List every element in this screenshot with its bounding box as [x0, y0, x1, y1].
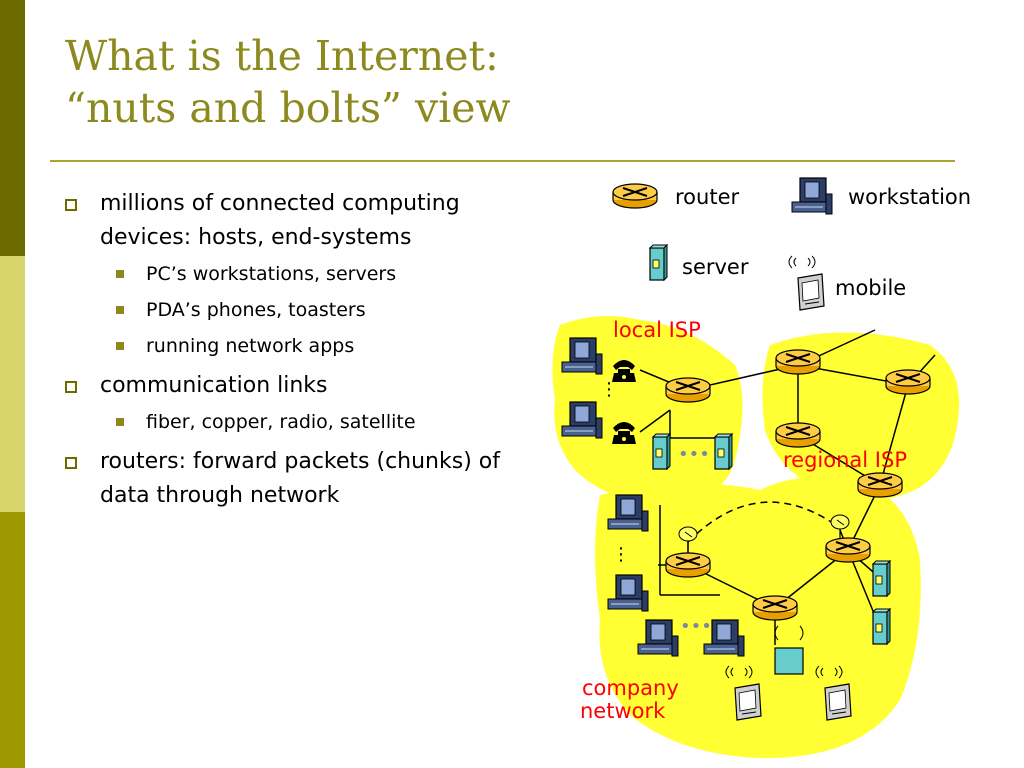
router-icon [665, 377, 711, 403]
sub-bullet-list: PC’s workstations, servers PDA’s phones,… [100, 261, 502, 359]
wireless-access-point [774, 647, 804, 675]
server-icon [872, 608, 891, 645]
router-icon [857, 472, 903, 498]
legend-mobile-label: mobile [835, 276, 906, 300]
slide-title: What is the Internet: “nuts and bolts” v… [65, 30, 685, 134]
company-network-label-line2: network [580, 699, 666, 723]
bullet-text: routers: forward packets (chunks) of dat… [100, 449, 500, 508]
sub-bullet-item: PC’s workstations, servers [100, 261, 502, 287]
router-icon [665, 552, 711, 578]
satellite-link [687, 501, 841, 543]
bullet-item: routers: forward packets (chunks) of dat… [62, 445, 502, 513]
title-divider [50, 160, 955, 162]
sidebar-block-bottom [0, 512, 25, 768]
regional-isp-label: regional ISP [783, 448, 907, 472]
server-icon [649, 244, 668, 281]
router-icon [775, 422, 821, 448]
sidebar-block-middle [0, 256, 25, 512]
bullet-item: millions of connected computing devices:… [62, 187, 502, 359]
sidebar-block-top [0, 0, 25, 256]
ellipsis-dots: ••• [680, 616, 712, 637]
sub-bullet-item: running network apps [100, 333, 502, 359]
ellipsis-dots: ⋮ [612, 544, 630, 565]
sub-bullet-item: fiber, copper, radio, satellite [100, 409, 502, 435]
antenna-icon [774, 625, 804, 641]
legend-server-label: server [682, 255, 749, 279]
title-line-1: What is the Internet: [65, 32, 499, 80]
mobile-icon [788, 255, 825, 311]
sub-bullet-item: PDA’s phones, toasters [100, 297, 502, 323]
legend-router-label: router [675, 185, 739, 209]
router-icon [825, 537, 871, 563]
company-network-label-line1: company [582, 676, 679, 700]
workstation-icon [791, 177, 833, 215]
router-icon [752, 595, 798, 621]
router-icon [885, 369, 931, 395]
server-icon [714, 433, 733, 470]
title-line-2: “nuts and bolts” view [65, 84, 511, 132]
sidebar-stripe [0, 0, 25, 768]
bullet-item: communication links fiber, copper, radio… [62, 369, 502, 435]
local-isp-label: local ISP [613, 318, 701, 342]
sub-bullet-list: fiber, copper, radio, satellite [100, 409, 502, 435]
network-diagram: router workstation server mobile [552, 177, 971, 759]
bullet-list: millions of connected computing devices:… [62, 187, 502, 515]
server-icon [652, 433, 671, 470]
bullet-text: communication links [100, 373, 328, 398]
bullet-text: millions of connected computing devices:… [100, 191, 460, 250]
server-icon [872, 560, 891, 597]
ellipsis-dots: ••• [678, 444, 710, 465]
legend-workstation-label: workstation [848, 185, 971, 209]
router-icon [612, 183, 658, 209]
router-icon [775, 349, 821, 375]
ellipsis-dots: ⋮ [600, 379, 618, 400]
